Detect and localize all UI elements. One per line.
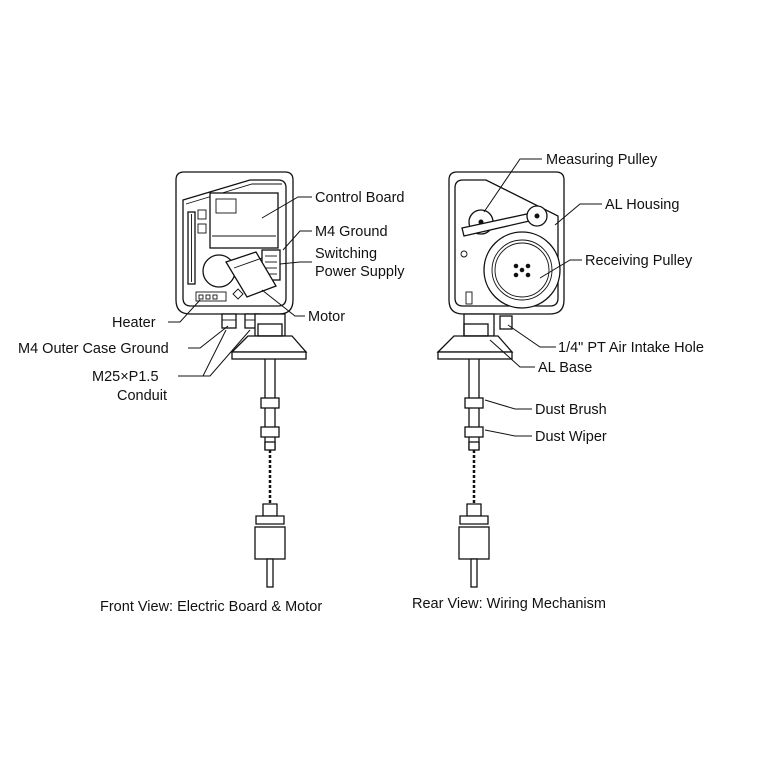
label-m4-outer-case-ground: M4 Outer Case Ground: [18, 341, 169, 357]
leader-lines: [168, 158, 602, 437]
label-power-supply: Power Supply: [315, 264, 405, 280]
label-conduit: Conduit: [117, 388, 167, 404]
label-motor: Motor: [308, 309, 345, 325]
label-al-housing: AL Housing: [605, 197, 679, 213]
label-measuring-pulley: Measuring Pulley: [546, 152, 658, 168]
label-conduit-size: M25×P1.5: [92, 369, 159, 385]
label-air-intake-hole: 1/4" PT Air Intake Hole: [558, 340, 704, 356]
label-al-base: AL Base: [538, 360, 592, 376]
caption-rear-view: Rear View: Wiring Mechanism: [412, 596, 606, 612]
label-receiving-pulley: Receiving Pulley: [585, 253, 693, 269]
label-heater: Heater: [112, 315, 156, 331]
caption-front-view: Front View: Electric Board & Motor: [100, 599, 322, 615]
label-m4-ground: M4 Ground: [315, 224, 388, 240]
label-dust-wiper: Dust Wiper: [535, 429, 607, 445]
label-dust-brush: Dust Brush: [535, 402, 607, 418]
front-view-device: [175, 171, 308, 588]
rear-view-device: [436, 171, 565, 588]
label-switching: Switching: [315, 246, 377, 262]
label-control-board: Control Board: [315, 190, 404, 206]
